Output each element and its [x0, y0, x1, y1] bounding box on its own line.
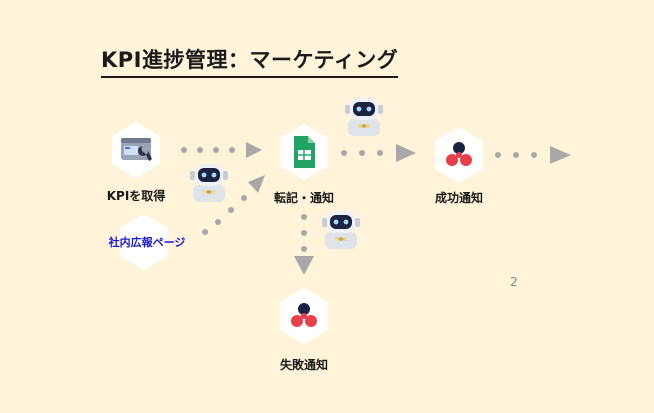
google-sheets-icon — [294, 136, 315, 168]
node-failure[interactable] — [280, 288, 328, 344]
intranet-link[interactable]: 社内広報ページ — [108, 236, 186, 249]
connector-sheets-to-success — [341, 144, 416, 162]
node-kpi[interactable] — [112, 122, 160, 178]
robot-icon — [190, 164, 228, 202]
connector-sheets-to-failure — [294, 214, 314, 275]
robot-icon — [345, 98, 383, 136]
connector-intranet-to-sheets — [202, 175, 265, 235]
node-success-label: 成功通知 — [434, 191, 484, 205]
wrench-settings-icon — [121, 138, 152, 161]
node-success[interactable] — [435, 127, 483, 183]
page-title: KPI進捗管理：マーケティング — [101, 44, 399, 78]
connector-success-out — [495, 146, 571, 164]
node-sheets-label: 転記・通知 — [273, 191, 335, 205]
node-kpi-label: KPIを取得 — [106, 189, 166, 203]
page-number: 2 — [510, 275, 518, 289]
robot-icon — [322, 211, 360, 249]
connector-kpi-to-sheets — [181, 142, 262, 158]
node-failure-label: 失敗通知 — [279, 358, 329, 372]
node-sheets[interactable] — [280, 124, 328, 180]
